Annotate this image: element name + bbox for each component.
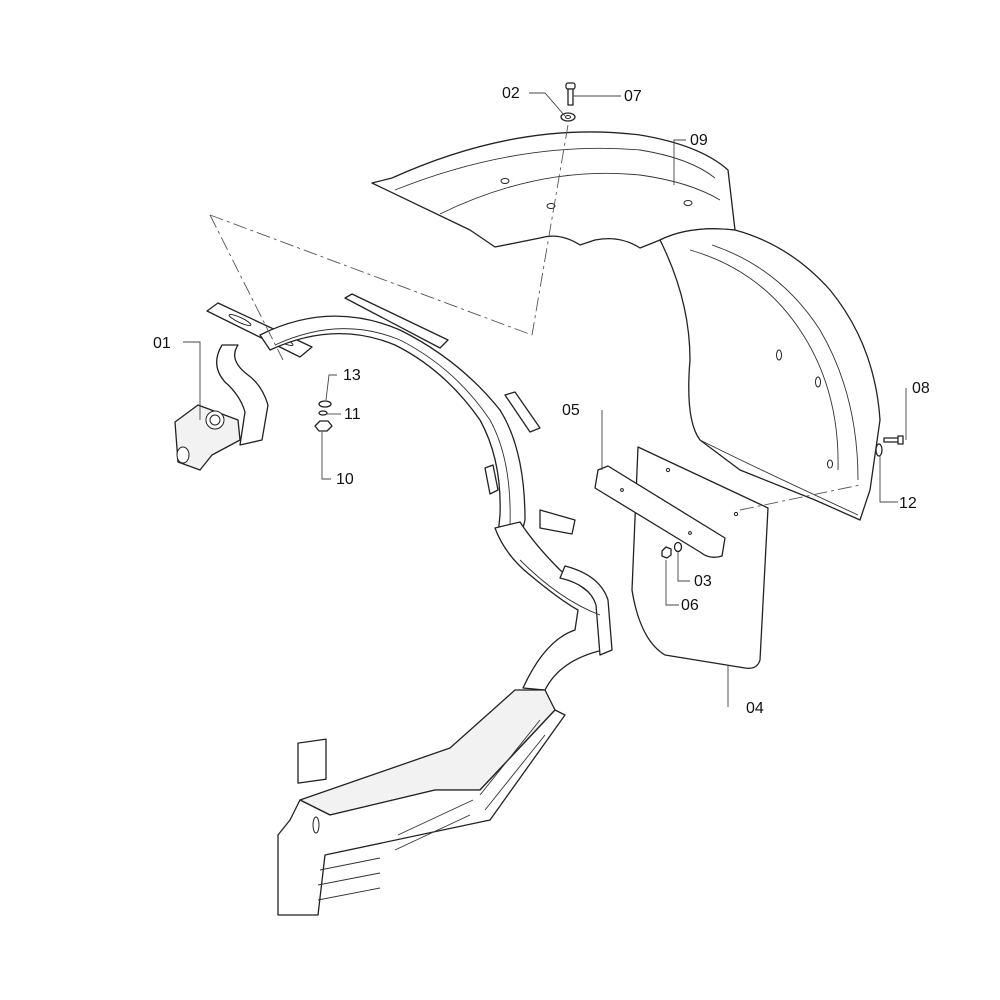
callout-02: 02 [502, 85, 520, 102]
footboard-slots [317, 719, 546, 901]
mud-flap-part [631, 446, 769, 669]
callout-01: 01 [153, 335, 171, 352]
support-bracket-part [174, 293, 613, 916]
callout-05: 05 [562, 402, 580, 419]
callout-04: 04 [746, 700, 764, 717]
callout-labels: 01 02 03 04 05 06 07 08 09 10 11 12 13 [153, 85, 930, 717]
callout-09: 09 [690, 132, 708, 149]
callout-13: 13 [343, 367, 361, 384]
callout-08: 08 [912, 380, 930, 397]
callout-07: 07 [624, 88, 642, 105]
alignment-lines [209, 124, 861, 511]
callout-06: 06 [681, 597, 699, 614]
leader-lines [183, 92, 907, 707]
callout-10: 10 [336, 471, 354, 488]
clamp-strip-part [594, 465, 726, 558]
callout-03: 03 [694, 573, 712, 590]
callout-12: 12 [899, 495, 917, 512]
fender-part [371, 131, 881, 521]
callout-11: 11 [344, 406, 361, 423]
fasteners [314, 82, 904, 559]
